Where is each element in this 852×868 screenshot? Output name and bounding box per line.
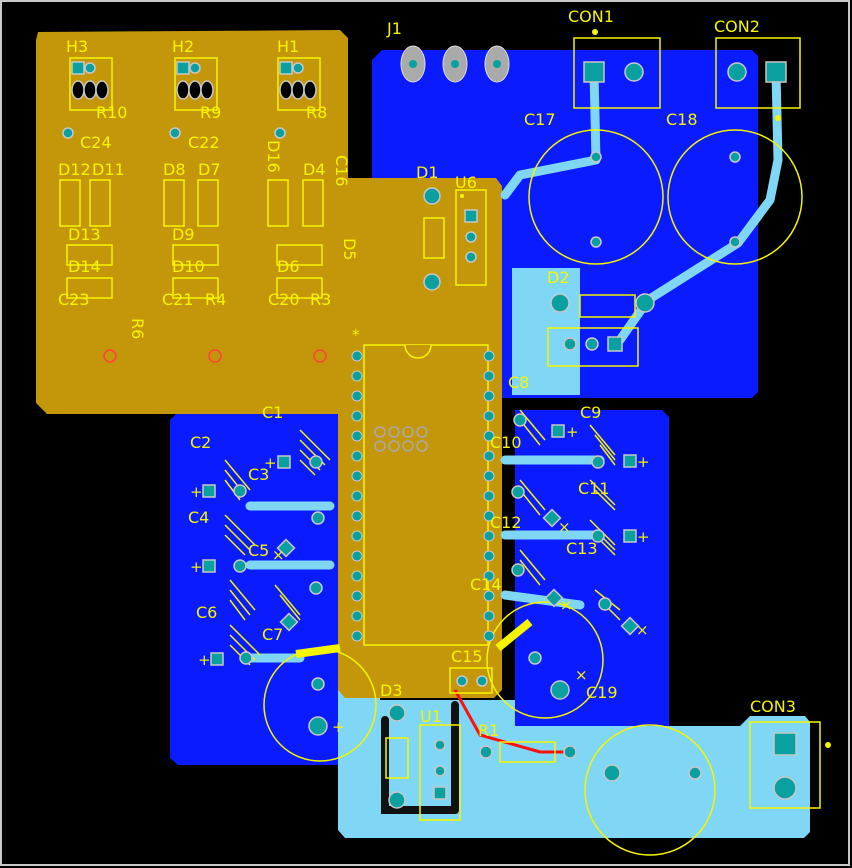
- label-c9: C9: [580, 403, 601, 422]
- pads-headers[interactable]: [71, 61, 317, 100]
- plus-mark-c3: +: [264, 454, 277, 472]
- trace-power-con3[interactable]: [596, 738, 780, 776]
- label-d2: D2: [547, 268, 570, 287]
- label-r6: R6: [128, 318, 147, 339]
- u5-notch: [404, 344, 432, 359]
- label-d7: D7: [198, 160, 221, 179]
- label-c23: C23: [58, 290, 90, 309]
- label-h1: H1: [277, 37, 299, 56]
- label-d4: D4: [303, 160, 326, 179]
- label-con2: CON2: [714, 17, 760, 36]
- pads-j1-holes: [409, 60, 501, 68]
- label-d6: D6: [277, 257, 300, 276]
- label-r1: R1: [478, 721, 499, 740]
- label-r4: R4: [205, 290, 226, 309]
- minus-mark-c19: ×: [575, 666, 588, 684]
- via-array[interactable]: [374, 426, 428, 452]
- label-r9: R9: [200, 103, 221, 122]
- minus-mark-c12: ×: [558, 518, 571, 536]
- plus-mark-c2: +: [190, 483, 203, 501]
- label-h2: H2: [172, 37, 194, 56]
- label-c2: C2: [190, 433, 211, 452]
- minus-mark-c14: ×: [560, 596, 573, 614]
- label-c3: C3: [248, 465, 269, 484]
- label-d11: D11: [92, 160, 125, 179]
- label-con1: CON1: [568, 7, 614, 26]
- label-d8: D8: [163, 160, 186, 179]
- label-c14: C14: [470, 575, 502, 594]
- silk-capacitors-large: [263, 129, 803, 856]
- label-u1: U1: [420, 707, 442, 726]
- label-c15: C15: [451, 647, 483, 666]
- label-d16: D16: [264, 140, 283, 173]
- pads-misc[interactable]: [62, 61, 797, 809]
- label-c12: C12: [490, 513, 522, 532]
- pads-u5-left[interactable]: [351, 350, 363, 642]
- label-c5: C5: [248, 541, 269, 560]
- label-r3: R3: [310, 290, 331, 309]
- label-d3: D3: [380, 681, 403, 700]
- plus-mark-c7-big: +: [332, 718, 345, 736]
- traces-dark[interactable]: [381, 701, 459, 814]
- label-d14: D14: [68, 257, 101, 276]
- top-copper-pour-lower-left[interactable]: [170, 412, 345, 765]
- label-c18: C18: [666, 110, 698, 129]
- label-c4: C4: [188, 508, 209, 527]
- label-j1: J1: [386, 19, 402, 38]
- label-c6: C6: [196, 603, 217, 622]
- label-c8: C8: [508, 373, 529, 392]
- silk-dots: [460, 29, 831, 748]
- label-r8: R8: [306, 103, 327, 122]
- label-c17: C17: [524, 110, 556, 129]
- pads-u5-right[interactable]: [483, 350, 495, 642]
- label-d1: D1: [416, 163, 439, 182]
- label-r10: R10: [96, 103, 127, 122]
- silk-labels: H3 H2 H1 R10 R9 R8 C24 C22 D12 D11 D8 D7…: [58, 7, 796, 740]
- label-c24: C24: [80, 133, 112, 152]
- label-c7: C7: [262, 625, 283, 644]
- plus-mark-c6: +: [198, 651, 211, 669]
- bottom-copper-pour[interactable]: [36, 30, 502, 698]
- label-c13: C13: [566, 539, 598, 558]
- label-h3: H3: [66, 37, 88, 56]
- pin1-marker: *: [352, 326, 360, 344]
- plus-mark-c13: +: [637, 528, 650, 546]
- label-c19: C19: [586, 683, 618, 702]
- plus-mark-c9: +: [566, 423, 579, 441]
- label-c21: C21: [162, 290, 194, 309]
- label-d9: D9: [172, 225, 195, 244]
- top-copper-pour-lower-right[interactable]: [515, 410, 669, 733]
- minus-mark-c5: ×: [272, 546, 285, 564]
- label-c20: C20: [268, 290, 300, 309]
- plus-mark-c4: +: [190, 558, 203, 576]
- label-c22: C22: [188, 133, 220, 152]
- polarity-marks: * + + + + + + + + × × × × ×: [190, 326, 650, 736]
- label-c1: C1: [262, 403, 283, 422]
- label-c10: C10: [490, 433, 522, 452]
- label-d13: D13: [68, 225, 101, 244]
- label-d12: D12: [58, 160, 91, 179]
- label-u6: U6: [455, 173, 477, 192]
- label-c11: C11: [578, 479, 610, 498]
- label-c16: C16: [332, 155, 351, 187]
- label-d10: D10: [172, 257, 205, 276]
- plus-mark-c11: +: [637, 453, 650, 471]
- minus-mark-c7: ×: [636, 621, 649, 639]
- trace-yellow-right[interactable]: [495, 618, 533, 652]
- label-con3: CON3: [750, 697, 796, 716]
- label-d5: D5: [340, 238, 359, 261]
- trace-yellow-left[interactable]: [295, 644, 341, 658]
